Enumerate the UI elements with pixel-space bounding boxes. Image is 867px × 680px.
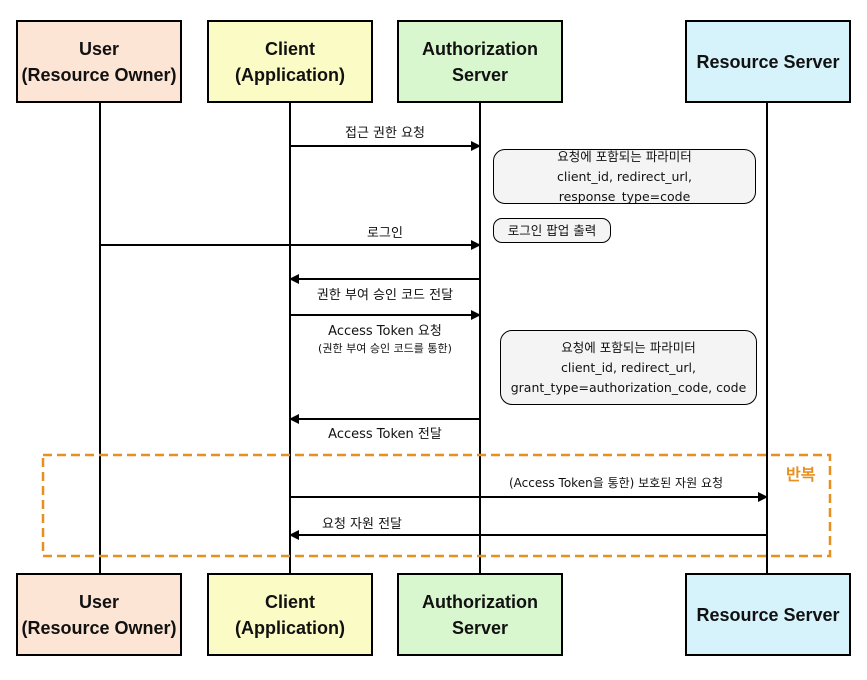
participant-auth-name: Authorization Server — [422, 38, 538, 85]
participant-resource-top: Resource Server — [685, 20, 851, 103]
message-protected-request: (Access Token을 통한) 보호된 자원 요청 — [508, 476, 724, 490]
lifeline-user — [99, 103, 101, 573]
note-login-popup-text: 로그인 팝업 출력 — [507, 222, 597, 238]
participant-resource-name: Resource Server — [696, 51, 840, 72]
participant-user-bottom: User (Resource Owner) — [16, 573, 182, 656]
note-params-1: 요청에 포함되는 파라미터 client_id, redirect_url, r… — [493, 149, 756, 204]
message-token-request: Access Token 요청 — [328, 324, 442, 339]
message-resource-deliver: 요청 자원 전달 — [321, 517, 403, 532]
message-access-request: 접근 권한 요청 — [344, 126, 426, 141]
participant-client-role: (Application) — [235, 617, 345, 638]
lifeline-auth — [479, 103, 481, 573]
note-params-2-line3: grant_type=authorization_code, code — [510, 379, 747, 395]
note-params-1-title: 요청에 포함되는 파라미터 — [557, 148, 692, 164]
message-auth-code: 권한 부여 승인 코드 전달 — [316, 288, 454, 303]
loop-label: 반복 — [786, 465, 816, 484]
lifeline-resource — [766, 103, 768, 573]
note-params-2-title: 요청에 포함되는 파라미터 — [561, 339, 696, 355]
participant-client-name: Client — [264, 38, 315, 59]
participant-client-top: Client (Application) — [207, 20, 373, 103]
note-params-1-body: client_id, redirect_url, response_type=c… — [557, 168, 692, 204]
participant-user-name: User — [78, 591, 120, 612]
participant-user-name: User — [78, 38, 120, 59]
participant-resource-name: Resource Server — [696, 604, 840, 625]
participant-client-name: Client — [264, 591, 315, 612]
participant-client-role: (Application) — [235, 64, 345, 85]
participant-resource-bottom: Resource Server — [685, 573, 851, 656]
message-token-deliver: Access Token 전달 — [328, 427, 442, 442]
participant-auth-bottom: Authorization Server — [397, 573, 563, 656]
participant-client-bottom: Client (Application) — [207, 573, 373, 656]
participant-user-role: (Resource Owner) — [21, 617, 177, 638]
lifeline-client — [289, 103, 291, 573]
note-login-popup: 로그인 팝업 출력 — [493, 218, 611, 243]
participant-auth-top: Authorization Server — [397, 20, 563, 103]
note-params-2-line2: client_id, redirect_url, — [561, 359, 696, 375]
note-params-2: 요청에 포함되는 파라미터 client_id, redirect_url, g… — [500, 330, 757, 405]
message-token-request-sub: (권한 부여 승인 코드를 통한) — [318, 342, 452, 355]
message-login: 로그인 — [367, 226, 403, 241]
participant-user-role: (Resource Owner) — [21, 64, 177, 85]
loop-frame — [41, 453, 832, 558]
participant-user-top: User (Resource Owner) — [16, 20, 182, 103]
participant-auth-name: Authorization Server — [422, 591, 538, 638]
